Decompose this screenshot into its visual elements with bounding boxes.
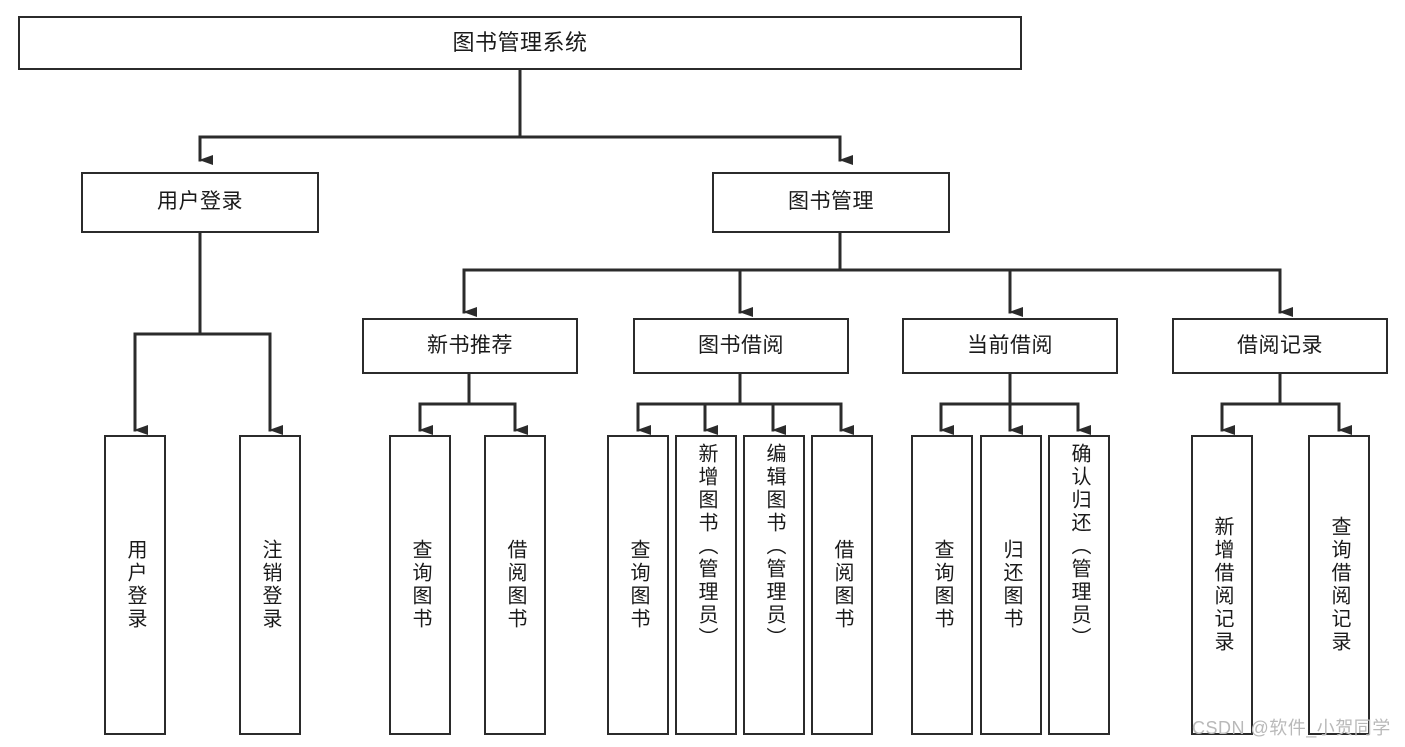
node-current-borrowing[interactable]: 当前借阅 (902, 318, 1118, 374)
node-label: 借阅图书 (504, 539, 526, 631)
node-label: 新增图书（管理员） (695, 443, 717, 650)
leaf-logout[interactable]: 注销登录 (239, 435, 301, 735)
leaf-user-login[interactable]: 用户登录 (104, 435, 166, 735)
node-label: 用户登录 (157, 190, 243, 214)
node-label: 查询借阅记录 (1328, 516, 1350, 654)
node-root-book-management-system[interactable]: 图书管理系统 (18, 16, 1022, 70)
node-label: 查询图书 (627, 539, 649, 631)
leaf-add-book-admin[interactable]: 新增图书（管理员） (675, 435, 737, 735)
node-label: 图书管理系统 (452, 30, 588, 56)
node-book-borrowing[interactable]: 图书借阅 (633, 318, 849, 374)
node-borrow-records[interactable]: 借阅记录 (1172, 318, 1388, 374)
node-label: 当前借阅 (967, 333, 1053, 357)
node-label: 用户登录 (124, 539, 146, 631)
node-label: 归还图书 (1000, 539, 1022, 631)
node-label: 确认归还（管理员） (1068, 443, 1090, 650)
leaf-return-books[interactable]: 归还图书 (980, 435, 1042, 735)
node-label: 图书借阅 (698, 333, 784, 357)
leaf-add-borrow-record[interactable]: 新增借阅记录 (1191, 435, 1253, 735)
leaf-query-books-borrow[interactable]: 查询图书 (607, 435, 669, 735)
node-label: 借阅记录 (1237, 333, 1323, 357)
node-user-login[interactable]: 用户登录 (81, 172, 319, 233)
node-label: 查询图书 (409, 539, 431, 631)
node-label: 借阅图书 (831, 539, 853, 631)
node-new-book-recommendation[interactable]: 新书推荐 (362, 318, 578, 374)
node-label: 查询图书 (931, 539, 953, 631)
leaf-edit-book-admin[interactable]: 编辑图书（管理员） (743, 435, 805, 735)
leaf-query-books-recommend[interactable]: 查询图书 (389, 435, 451, 735)
node-book-management[interactable]: 图书管理 (712, 172, 950, 233)
node-label: 注销登录 (259, 539, 281, 631)
node-label: 编辑图书（管理员） (763, 443, 785, 650)
leaf-query-books-current[interactable]: 查询图书 (911, 435, 973, 735)
leaf-confirm-return-admin[interactable]: 确认归还（管理员） (1048, 435, 1110, 735)
node-label: 新增借阅记录 (1211, 516, 1233, 654)
watermark-text: CSDN @软件_小贺同学 (1192, 718, 1391, 738)
leaf-borrow-books-recommend[interactable]: 借阅图书 (484, 435, 546, 735)
node-label: 新书推荐 (427, 333, 513, 357)
leaf-query-borrow-record[interactable]: 查询借阅记录 (1308, 435, 1370, 735)
leaf-borrow-books[interactable]: 借阅图书 (811, 435, 873, 735)
node-label: 图书管理 (788, 190, 874, 214)
